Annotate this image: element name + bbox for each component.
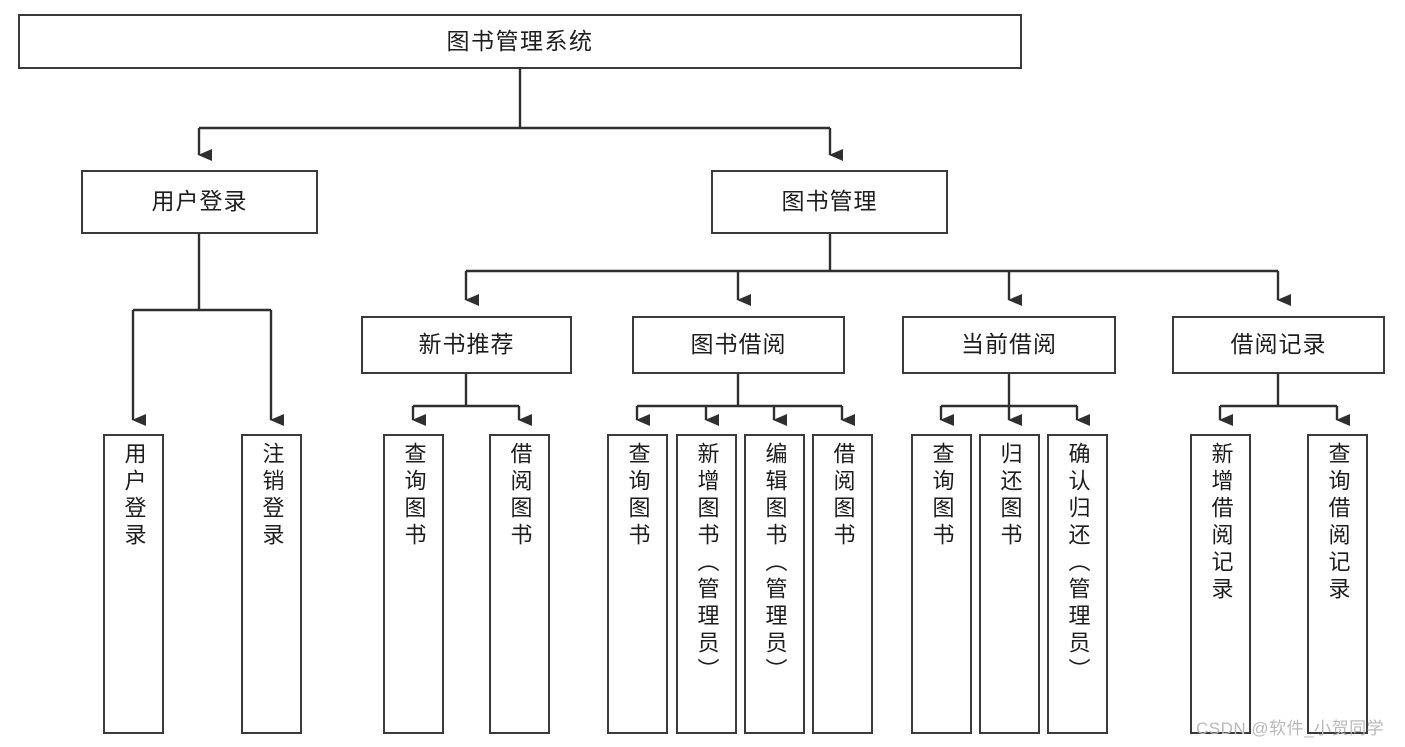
node-user-login[interactable]: 用户登录 [81, 170, 318, 234]
node-label: 借阅图书 [830, 442, 856, 550]
node-label: 图书管理 [781, 188, 878, 215]
leaf-confirm-return-admin[interactable]: 确认归还（管理员） [1047, 434, 1108, 734]
leaf-logout-login[interactable]: 注销登录 [241, 434, 302, 734]
leaf-query-book-recommend[interactable]: 查询图书 [383, 434, 444, 734]
node-label: 借阅图书 [507, 442, 533, 550]
leaf-query-borrow-record[interactable]: 查询借阅记录 [1307, 434, 1368, 734]
node-label: 当前借阅 [961, 331, 1057, 358]
node-borrow-record[interactable]: 借阅记录 [1172, 316, 1385, 374]
leaf-add-borrow-record[interactable]: 新增借阅记录 [1190, 434, 1251, 734]
node-root-book-management-system[interactable]: 图书管理系统 [18, 14, 1022, 69]
node-label: 查询图书 [625, 442, 651, 550]
csdn-watermark: CSDN @软件_小贺同学 [1196, 719, 1385, 738]
node-label: 新书推荐 [418, 331, 515, 358]
leaf-add-book-admin[interactable]: 新增图书（管理员） [676, 434, 737, 734]
node-label: 用户登录 [121, 442, 147, 550]
node-book-borrow[interactable]: 图书借阅 [632, 316, 845, 374]
node-book-management[interactable]: 图书管理 [711, 170, 948, 234]
node-label: 新增图书（管理员） [694, 442, 720, 685]
node-label: 注销登录 [259, 442, 285, 550]
leaf-user-login[interactable]: 用户登录 [103, 434, 164, 734]
leaf-edit-book-admin[interactable]: 编辑图书（管理员） [744, 434, 805, 734]
node-label: 查询借阅记录 [1325, 442, 1351, 604]
node-label: 借阅记录 [1230, 331, 1327, 358]
node-label: 查询图书 [401, 442, 427, 550]
node-label: 查询图书 [929, 442, 955, 550]
leaf-return-book[interactable]: 归还图书 [979, 434, 1040, 734]
node-label: 归还图书 [997, 442, 1023, 550]
node-label: 图书管理系统 [446, 27, 594, 54]
node-label: 新增借阅记录 [1208, 442, 1234, 604]
leaf-query-book-current[interactable]: 查询图书 [911, 434, 972, 734]
node-label: 确认归还（管理员） [1065, 442, 1091, 685]
node-label: 编辑图书（管理员） [762, 442, 788, 685]
node-current-borrow[interactable]: 当前借阅 [902, 316, 1116, 374]
node-label: 用户登录 [151, 188, 248, 215]
leaf-borrow-book[interactable]: 借阅图书 [812, 434, 873, 734]
node-new-book-recommend[interactable]: 新书推荐 [361, 316, 572, 374]
leaf-query-book-borrow[interactable]: 查询图书 [607, 434, 668, 734]
node-label: 图书借阅 [690, 331, 787, 358]
leaf-borrow-book-recommend[interactable]: 借阅图书 [489, 434, 550, 734]
